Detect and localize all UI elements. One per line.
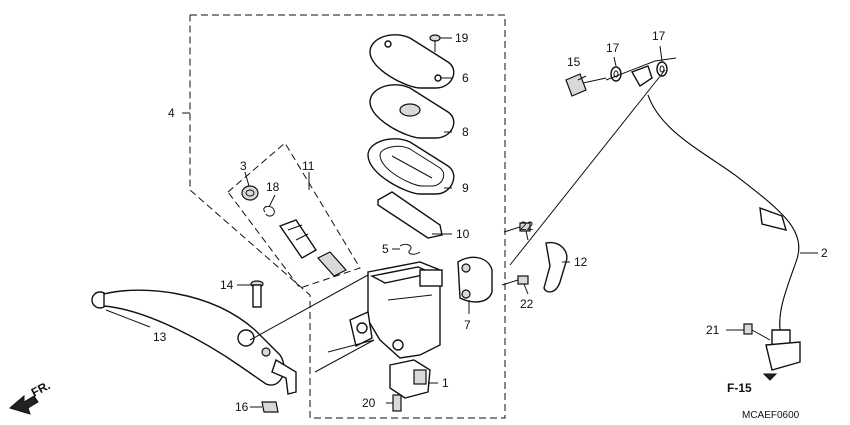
callout-4: 4 xyxy=(168,106,175,120)
callout-13: 13 xyxy=(153,330,167,344)
master-cylinder-body xyxy=(349,261,443,359)
callout-7: 7 xyxy=(464,318,471,332)
holder-bolt-upper xyxy=(503,222,531,233)
piston-kit-outline xyxy=(227,142,361,289)
switch-screw xyxy=(392,394,402,412)
clamp xyxy=(543,241,568,293)
piston xyxy=(278,219,317,259)
guide-line-lower xyxy=(509,69,666,266)
master-cylinder-assembly-outline xyxy=(189,14,506,419)
callout-20: 20 xyxy=(362,396,376,410)
guide-line-upper xyxy=(605,57,677,81)
callout-1: 1 xyxy=(442,376,449,390)
callout-21: 21 xyxy=(706,323,720,337)
diaphragm-plate xyxy=(369,84,455,139)
boot xyxy=(241,185,259,201)
callout-11: 11 xyxy=(302,159,315,173)
leader-lines xyxy=(105,37,818,408)
guide-line-lever xyxy=(249,274,369,341)
brake-hose xyxy=(630,65,801,371)
callout-19: 19 xyxy=(455,31,469,45)
sealing-washer-a xyxy=(610,66,622,82)
callout-6: 6 xyxy=(462,71,469,85)
callout-15: 15 xyxy=(567,55,581,69)
brake-lever xyxy=(91,289,297,395)
callout-2: 2 xyxy=(821,246,828,260)
lever-pivot-nut xyxy=(261,401,279,413)
callout-12: 12 xyxy=(574,255,588,269)
callout-22-upper: 22 xyxy=(520,219,534,233)
callout-5: 5 xyxy=(382,242,389,256)
sealing-washer-b xyxy=(656,61,668,77)
circlip xyxy=(263,205,275,217)
reservoir-cap xyxy=(369,34,455,89)
holder-bolt-lower xyxy=(501,275,529,286)
hose-clamp-bolt xyxy=(743,323,771,341)
callout-18: 18 xyxy=(266,180,280,194)
callout-17-left: 17 xyxy=(606,41,620,55)
callout-10: 10 xyxy=(456,227,470,241)
callout-17-right: 17 xyxy=(652,29,666,43)
callout-3: 3 xyxy=(240,159,247,173)
lever-pivot-bolt xyxy=(250,280,264,308)
master-cylinder-holder xyxy=(457,256,493,303)
catalog-code: MCAEF0600 xyxy=(742,410,800,421)
front-direction-arrow: FR. xyxy=(8,378,52,415)
callout-9: 9 xyxy=(462,181,469,195)
reference-label: F-15 xyxy=(727,381,752,395)
callout-8: 8 xyxy=(462,125,469,139)
callout-22-lower: 22 xyxy=(520,297,534,311)
reference-arrow-head xyxy=(762,373,778,381)
spring xyxy=(317,251,347,277)
banjo-bolt xyxy=(565,73,607,97)
diaphragm xyxy=(367,138,455,195)
callout-14: 14 xyxy=(220,278,234,292)
clip xyxy=(399,243,421,255)
reservoir-float xyxy=(377,191,443,239)
guide-line-body xyxy=(314,339,375,373)
brake-light-switch xyxy=(389,359,431,399)
callout-16: 16 xyxy=(235,400,249,414)
cap-screw xyxy=(429,34,441,52)
